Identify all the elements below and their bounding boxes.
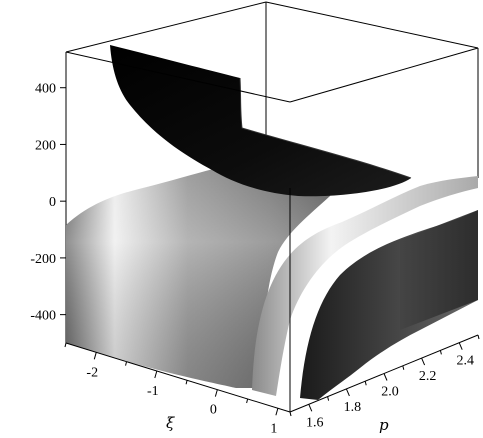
p-axis-label: p xyxy=(379,416,389,434)
surface-lower xyxy=(66,163,337,388)
xi-tick-mark xyxy=(214,389,218,397)
surface-upper-body xyxy=(110,45,411,197)
surface-upper-edge xyxy=(239,77,412,179)
box-edge-bottom-front xyxy=(65,342,291,413)
z-tick-label: 0 xyxy=(49,195,56,210)
z-tick-label: -400 xyxy=(30,309,56,324)
xi-tick-label: 0 xyxy=(210,403,217,418)
p-tick-mark xyxy=(345,388,350,397)
p-minor-tick xyxy=(439,350,442,355)
z-tick-label: 200 xyxy=(35,138,56,153)
surface-lower-shading xyxy=(66,163,337,388)
xi-minor-tick xyxy=(125,361,128,366)
p-minor-tick xyxy=(477,334,480,340)
p-minor-tick xyxy=(364,381,367,386)
xi-tick-label: -2 xyxy=(86,365,98,380)
z-axis: 400 200 0 -200 -400 xyxy=(30,82,66,324)
p-tick-mark xyxy=(421,357,426,366)
box-edge-top-back-left xyxy=(65,1,267,53)
p-tick-label: 2.0 xyxy=(381,385,399,400)
p-tick-label: 1.6 xyxy=(306,415,324,430)
p-tick-label: 2.4 xyxy=(456,354,474,369)
p-tick-mark xyxy=(308,404,313,412)
xi-minor-tick xyxy=(64,342,67,348)
xi-tick-label: 1 xyxy=(270,421,277,436)
xi-tick-mark xyxy=(154,370,158,379)
box-edge-top-front-left xyxy=(65,51,291,103)
surface-right-wall xyxy=(400,210,478,330)
p-minor-tick xyxy=(327,396,330,401)
xi-minor-tick xyxy=(185,380,188,385)
xi-axis: -2 -1 0 1 xyxy=(64,342,279,436)
surface-band xyxy=(252,176,478,396)
box-edge-top-back-right xyxy=(265,1,479,49)
z-tick-label: 400 xyxy=(35,82,56,97)
p-tick-mark xyxy=(383,373,388,381)
box-edge-top-front-right xyxy=(289,47,479,103)
z-tick-label: -200 xyxy=(30,252,56,267)
xi-tick-label: -1 xyxy=(147,384,159,399)
surface-upper xyxy=(110,45,412,197)
p-axis: 1.6 1.8 2.0 2.2 2.4 xyxy=(289,334,480,430)
p-minor-tick xyxy=(289,411,292,417)
xi-tick-mark xyxy=(275,408,279,416)
surface-band-body xyxy=(252,176,478,396)
p-minor-tick xyxy=(402,365,405,370)
xi-axis-label: ξ xyxy=(166,414,175,432)
xi-tick-mark xyxy=(93,352,97,360)
surface-inner-dark xyxy=(300,210,478,400)
p-tick-label: 1.8 xyxy=(344,400,362,415)
xi-minor-tick xyxy=(246,398,249,404)
p-tick-label: 2.2 xyxy=(419,369,437,384)
p-tick-mark xyxy=(458,342,463,350)
